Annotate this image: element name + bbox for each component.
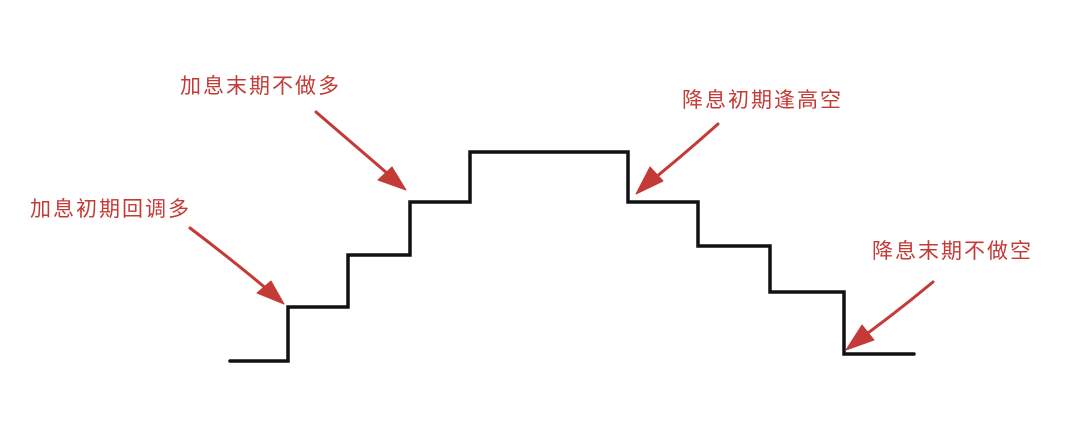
annotation-cut-late: 降息末期不做空 [845,239,1033,351]
annotation-cut-late-label: 降息末期不做空 [872,239,1033,263]
annotation-cut-late-arrow-head [845,324,875,351]
annotation-hike-late: 加息末期不做多 [180,74,407,191]
annotation-hike-late-arrow-head [377,166,407,191]
rate-staircase-line [228,150,916,363]
annotation-hike-early-label: 加息初期回调多 [30,197,191,221]
annotation-cut-early-label: 降息初期逢高空 [682,88,843,112]
annotation-cut-early: 降息初期逢高空 [635,88,843,195]
annotation-hike-late-label: 加息末期不做多 [180,74,341,98]
annotation-hike-early-arrow-head [256,280,285,305]
annotation-cut-early-arrow-head [635,166,664,195]
annotation-hike-early: 加息初期回调多 [30,197,285,305]
